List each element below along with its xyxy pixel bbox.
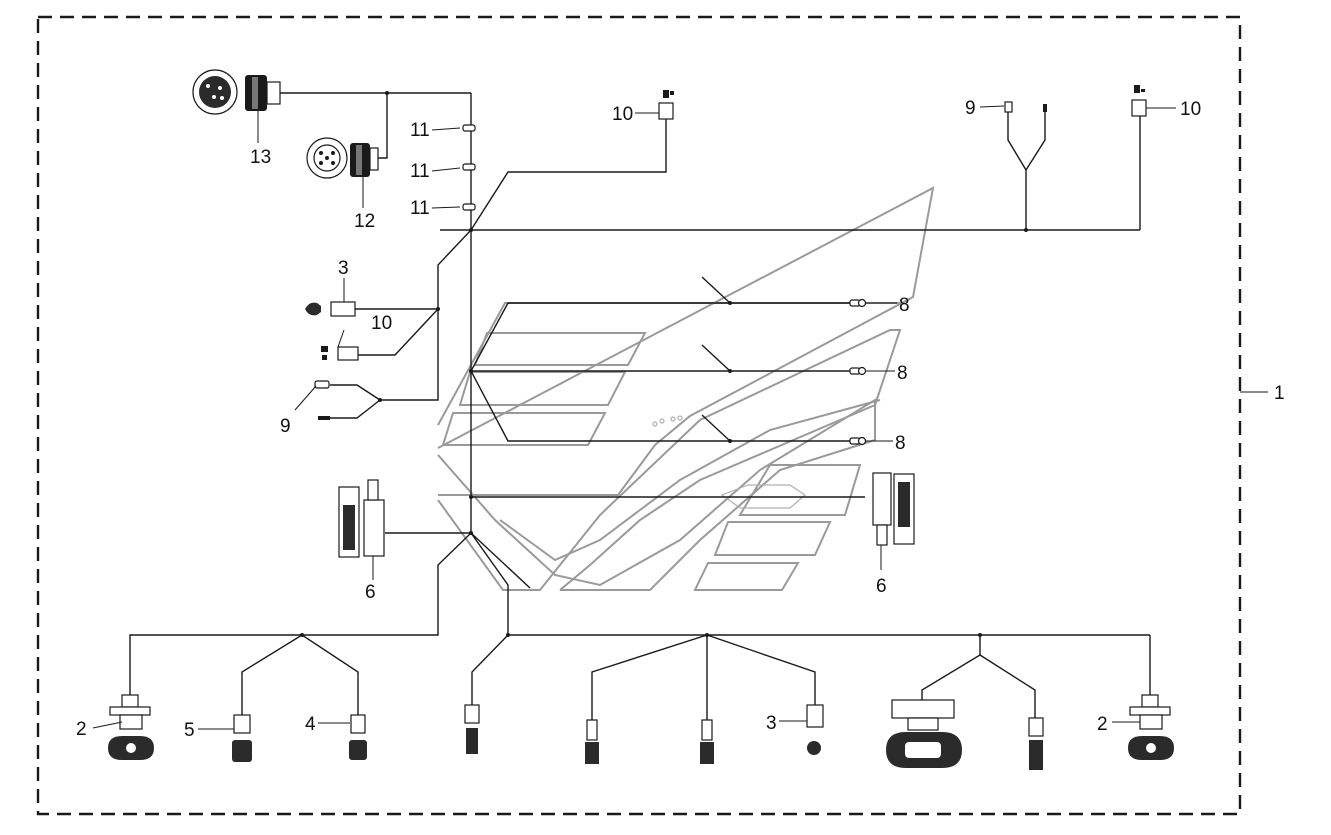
callout-11-c: 11 (410, 198, 430, 219)
trailer-socket-2-right (1128, 694, 1174, 760)
ring-terminal-8-a (849, 298, 867, 308)
callout-6-left: 6 (365, 582, 376, 603)
assembly-boundary (36, 15, 1242, 816)
callout-8-c: 8 (895, 433, 906, 454)
ecu-connector-6-left (338, 479, 385, 558)
callout-labels: 1 13 12 11 11 11 10 10 9 3 10 9 8 8 8 6 … (76, 98, 1285, 741)
callout-10-mid: 10 (371, 313, 392, 334)
connector-10-right (1131, 85, 1147, 117)
connector-3-top (305, 301, 356, 317)
callout-3-bottom: 3 (766, 713, 777, 734)
callout-2-left: 2 (76, 719, 87, 740)
fuse-11-c (462, 203, 476, 211)
callout-11-b: 11 (410, 161, 430, 182)
fuse-11-b (462, 163, 476, 171)
connector-9-left (314, 380, 330, 420)
harness-wiring (129, 91, 1151, 720)
connector-10-top (658, 90, 674, 120)
ecu-connector-6-right (872, 472, 915, 546)
callout-4: 4 (305, 714, 316, 735)
ring-terminal-8-b (849, 366, 867, 376)
callout-6-right: 6 (876, 576, 887, 597)
vehicle-outline (437, 186, 935, 591)
round-connector-13 (192, 69, 281, 115)
callout-5: 5 (184, 720, 195, 741)
trailer-socket-2-left (108, 694, 154, 760)
leader-lines (92, 105, 1268, 730)
sensor-connector-bottom-a (464, 704, 480, 754)
round-connector-12 (306, 137, 379, 179)
connector-10-mid (321, 346, 359, 361)
callout-11-a: 11 (410, 120, 430, 141)
callout-10-top: 10 (612, 104, 633, 125)
ring-terminal-8-c (849, 436, 867, 446)
callout-13: 13 (250, 147, 271, 168)
callout-9-left: 9 (280, 416, 291, 437)
callout-2-right: 2 (1097, 714, 1108, 735)
callout-8-a: 8 (899, 295, 910, 316)
callout-3-top: 3 (338, 258, 349, 279)
callout-10-right: 10 (1180, 99, 1201, 120)
sensor-connector-bottom-b (585, 719, 599, 764)
callout-9-right: 9 (965, 98, 976, 119)
connector-3-bottom (806, 704, 824, 755)
callout-8-b: 8 (897, 363, 908, 384)
connector-9-right (1004, 101, 1047, 113)
sensor-connector-bottom-c (700, 719, 714, 764)
trailer-socket-bottom-large (886, 699, 962, 768)
sensor-connector-bottom-d (1028, 717, 1044, 770)
callout-1: 1 (1274, 383, 1285, 404)
connector-5 (232, 714, 252, 762)
connector-4 (349, 714, 367, 760)
fuse-11-a (462, 124, 476, 132)
callout-12: 12 (354, 211, 375, 232)
